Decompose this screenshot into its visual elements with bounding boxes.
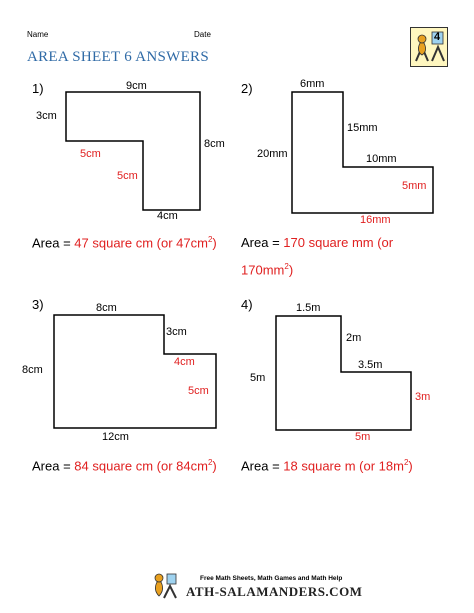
answer-sup: 2 [207,235,213,244]
date-label: Date [194,30,211,39]
salamander-logo-icon: 4 [410,27,448,67]
problem-2-answer-line2: 170mm2) [241,262,293,277]
problem-1-number: 1) [32,81,44,96]
answer-value: 47 square cm (or 47cm [74,235,208,251]
page-title: AREA SHEET 6 ANSWERS [27,49,209,65]
problem-3-number: 3) [32,297,44,312]
problem-3-bottom-label: 12cm [102,431,129,443]
problem-1-bottom-label: 4cm [157,210,178,222]
problem-2-inner-h-label: 10mm [366,153,397,165]
problem-3-notch-h-label: 4cm [174,356,195,368]
answer-value: 18 square m (or 18m [283,458,404,474]
answer-sup: 2 [403,458,409,467]
problem-1-left-label: 3cm [36,110,57,122]
problem-2-right-label: 5mm [402,180,427,192]
problem-1-right-label: 8cm [204,138,225,150]
answer-value: 170 square mm (or [283,235,394,250]
problem-4-top-label: 1.5m [296,302,321,314]
problem-4-number: 4) [241,297,253,312]
problem-4-inner-v-label: 2m [346,332,362,344]
problem-2-number: 2) [241,81,253,96]
answer-close: ) [212,458,217,474]
problem-4-right-label: 3m [415,391,431,403]
problem-3-left-label: 8cm [22,364,43,376]
problem-2-top-label: 6mm [300,78,325,90]
problem-1-top-label: 9cm [126,80,147,92]
problem-1-inner-h-label: 5cm [80,148,101,160]
problem-2-inner-v-label: 15mm [347,122,378,134]
name-label: Name [27,30,49,39]
answer-prefix: Area = [32,458,75,474]
answer-close: ) [408,458,413,474]
problem-3-right-label: 5cm [188,385,209,397]
answer-value-line2: 170mm [241,262,285,278]
problem-4-left-label: 5m [250,372,266,384]
answer-prefix: Area = [32,235,75,251]
problem-2-left-label: 20mm [257,148,288,160]
problem-4-bottom-label: 5m [355,431,371,443]
problem-4-answer: Area = 18 square m (or 18m2) [241,458,413,473]
problem-3-top-label: 8cm [96,302,117,314]
answer-prefix: Area = [241,235,284,250]
footer-salamander-icon [150,570,180,600]
footer-tagline: Free Math Sheets, Math Games and Math He… [200,575,343,582]
footer-logo-text: ATH-SALAMANDERS.COM [186,584,363,599]
answer-close: ) [288,262,294,278]
answer-sup: 2 [207,458,213,467]
problem-1-inner-v-label: 5cm [117,170,138,182]
grade-badge: 4 [434,31,441,43]
answer-sup: 2 [284,262,289,271]
answer-close: ) [212,235,217,251]
answer-prefix: Area = [241,458,284,474]
problem-3-notch-v-label: 3cm [166,326,187,338]
problem-2-bottom-label: 16mm [360,214,391,226]
problem-4-inner-h-label: 3.5m [358,359,383,371]
problem-3-answer: Area = 84 square cm (or 84cm2) [32,458,217,473]
problem-2-answer: Area = 170 square mm (or [241,235,393,250]
answer-value: 84 square cm (or 84cm [74,458,208,474]
problem-1-answer: Area = 47 square cm (or 47cm2) [32,235,217,250]
